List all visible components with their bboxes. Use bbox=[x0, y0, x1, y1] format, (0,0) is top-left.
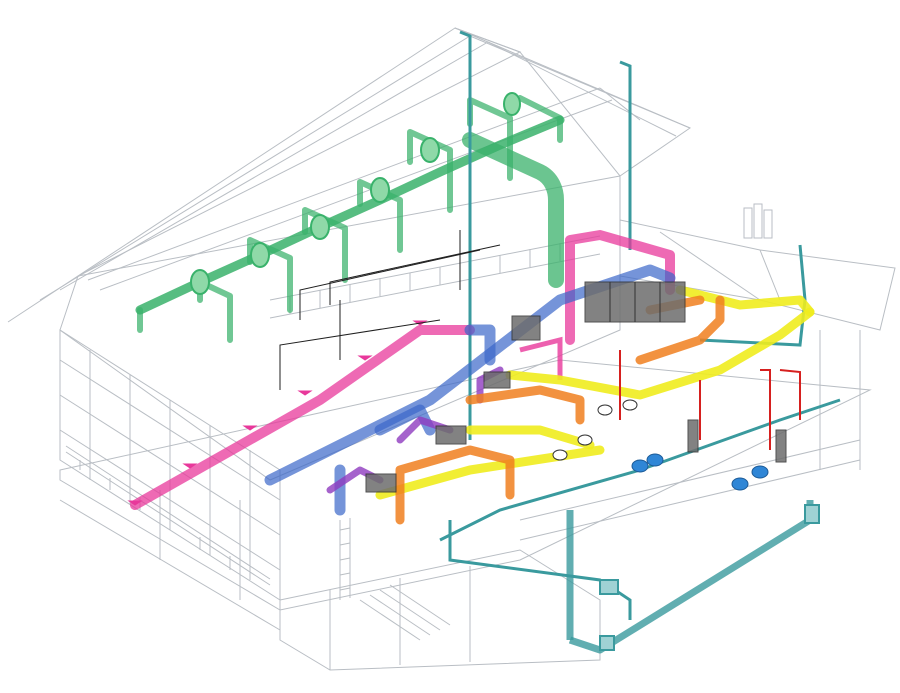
supply-branches bbox=[137, 95, 563, 343]
vent-stack-1 bbox=[459, 30, 472, 440]
hot-branch-2 bbox=[635, 295, 725, 365]
floor-slab bbox=[59, 359, 872, 611]
toilet-3 bbox=[731, 477, 749, 491]
junction-box-2 bbox=[599, 635, 615, 651]
cold-right bbox=[675, 285, 815, 317]
fan-coil-4 bbox=[365, 473, 397, 493]
exhaust-main bbox=[130, 325, 475, 510]
vent-stack-2 bbox=[619, 60, 632, 250]
hip-line-2 bbox=[759, 249, 781, 301]
exhaust-upper bbox=[565, 230, 675, 345]
exhaust-vertical bbox=[519, 336, 563, 380]
hvac-equipment bbox=[365, 281, 787, 493]
sink-1 bbox=[597, 404, 613, 416]
plumbing-fixtures bbox=[552, 399, 769, 491]
stair-lines bbox=[359, 584, 451, 641]
base-block bbox=[279, 549, 601, 671]
junction-box-1 bbox=[599, 579, 619, 595]
left-facade-windows bbox=[65, 445, 271, 586]
toilet-4 bbox=[751, 465, 769, 479]
cold-mid bbox=[465, 425, 595, 450]
chimney bbox=[743, 203, 773, 239]
sink-4 bbox=[552, 449, 568, 461]
junction-box-3 bbox=[804, 504, 820, 524]
fire-line-2 bbox=[760, 369, 771, 450]
hot-branch-1 bbox=[465, 385, 585, 425]
water-heater-1 bbox=[687, 419, 699, 453]
roof-hatch-lines bbox=[39, 35, 691, 301]
toilet-2 bbox=[646, 453, 664, 467]
base-lines bbox=[59, 330, 861, 670]
toilet-1 bbox=[631, 459, 649, 473]
water-heater-2 bbox=[775, 429, 787, 463]
supply-air-system bbox=[135, 92, 565, 343]
fire-line-3 bbox=[779, 369, 801, 420]
upper-wall-front bbox=[59, 175, 621, 481]
sink-3 bbox=[577, 434, 593, 446]
fire-protection-system bbox=[619, 350, 801, 450]
exhaust-grilles bbox=[127, 320, 428, 506]
access-ladder bbox=[339, 518, 351, 600]
hot-main bbox=[395, 445, 515, 525]
cold-upper bbox=[505, 307, 815, 400]
building-wireframe bbox=[7, 27, 896, 671]
return-branch-3 bbox=[464, 324, 496, 366]
supply-diffusers bbox=[190, 92, 521, 295]
supply-riser bbox=[462, 132, 564, 288]
fan-coil-3 bbox=[435, 425, 467, 445]
exhaust-air-system bbox=[127, 230, 675, 510]
sink-2 bbox=[622, 399, 638, 411]
left-facade-floors bbox=[59, 350, 281, 580]
control-lines bbox=[279, 230, 501, 390]
fan-coil-2 bbox=[483, 371, 511, 389]
fan-coil-1 bbox=[511, 315, 541, 341]
hip-line bbox=[659, 231, 761, 301]
